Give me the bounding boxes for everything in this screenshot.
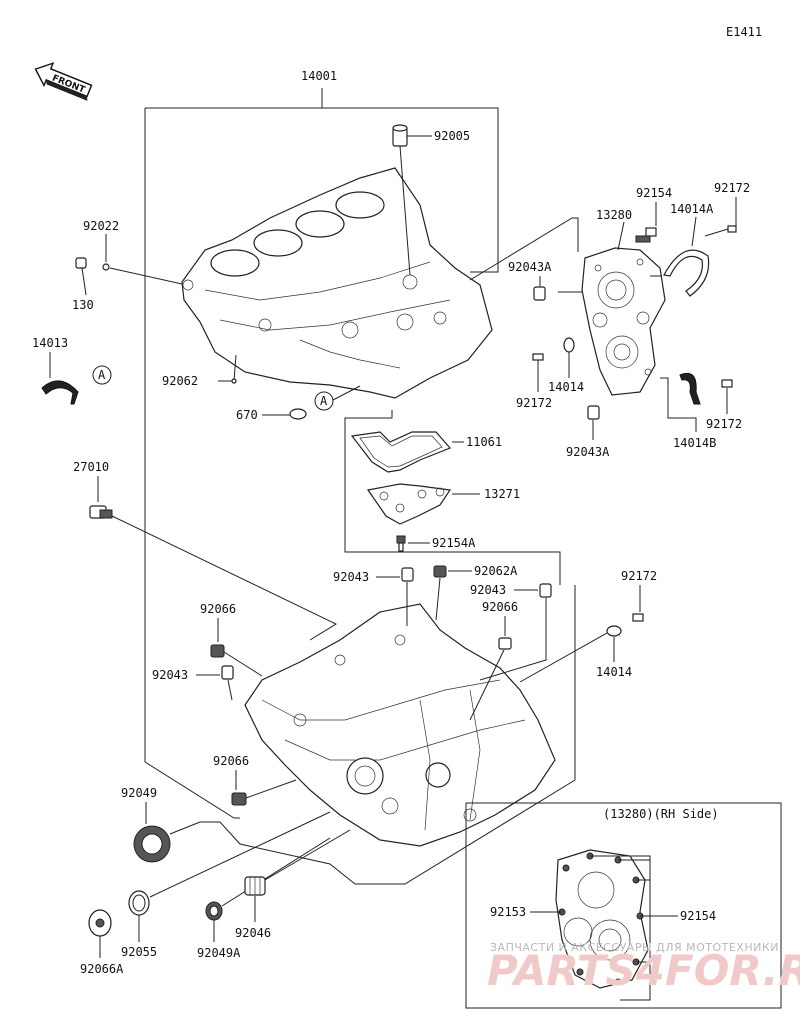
label-92066-2: 92066: [482, 600, 518, 614]
part-27010-sensor: [89, 505, 113, 519]
label-14014-low: 14014: [596, 665, 632, 679]
callout-a-right-text: A: [320, 394, 328, 408]
inset-box: [465, 802, 782, 1009]
part-92043-2: [539, 583, 552, 598]
bracket-gasket: [344, 410, 561, 585]
part-92043A-1: [533, 286, 546, 301]
label-92066-3: 92066: [213, 754, 249, 768]
label-92066-1: 92066: [200, 602, 236, 616]
part-92066-2: [498, 637, 512, 650]
callout-a-left: [92, 365, 112, 385]
label-92172-mid: 92172: [516, 396, 552, 410]
part-92172-right: [721, 379, 733, 388]
label-92043-3: 92043: [152, 668, 188, 682]
part-14014-mid: [563, 337, 575, 353]
label-92154-top: 92154: [636, 186, 672, 200]
front-arrow-icon: FRONT: [34, 62, 93, 101]
part-14014-low: [606, 625, 622, 637]
label-13280: 13280: [596, 208, 632, 222]
label-130: 130: [72, 298, 94, 312]
watermark-line2: PARTS4FOR.RU: [487, 946, 800, 995]
part-92066-1: [210, 644, 225, 658]
upper-crankcase: [181, 167, 493, 399]
part-92066-3: [231, 792, 247, 806]
part-14013: [41, 380, 79, 405]
part-92049A-seal: [205, 901, 223, 921]
label-14013: 14013: [32, 336, 68, 350]
bracket-lower: [200, 585, 576, 885]
label-14001: 14001: [301, 69, 337, 83]
label-92022: 92022: [83, 219, 119, 233]
part-92154A-bolt: [396, 535, 406, 552]
label-92049A: 92049A: [197, 946, 241, 960]
inset-leaders: [530, 855, 678, 1001]
label-92153: 92153: [490, 905, 526, 919]
label-92154-inset: 92154: [680, 909, 716, 923]
part-14014B: [679, 372, 701, 405]
label-92005: 92005: [434, 129, 470, 143]
diagram-id: E1411: [726, 25, 762, 39]
callout-a-right: [314, 391, 334, 411]
part-92172-mid: [532, 353, 544, 361]
callout-a-left-text: A: [98, 368, 106, 382]
lower-crankcase: [244, 603, 556, 847]
part-13280-cover: [581, 247, 666, 396]
part-92022: [102, 263, 110, 271]
label-92049: 92049: [121, 786, 157, 800]
label-670: 670: [236, 408, 258, 422]
part-92043A-2: [587, 405, 600, 420]
part-92154-bolt: [635, 227, 657, 243]
part-670: [289, 408, 307, 420]
label-92046: 92046: [235, 926, 271, 940]
label-92043-2: 92043: [470, 583, 506, 597]
part-11061-gasket: [350, 431, 452, 473]
label-92043-1: 92043: [333, 570, 369, 584]
watermark-line1: ЗАПЧАСТИ И АКСЕССУАРЫ ДЛЯ МОТОТЕХНИКИ: [490, 941, 779, 954]
label-92062A: 92062A: [474, 564, 518, 578]
part-92172-top: [727, 225, 737, 233]
label-13271: 13271: [484, 487, 520, 501]
label-92172-right: 92172: [706, 417, 742, 431]
label-92172-top: 92172: [714, 181, 750, 195]
label-92043A-2: 92043A: [566, 445, 610, 459]
label-14014B: 14014B: [673, 436, 716, 450]
label-14014A: 14014A: [670, 202, 714, 216]
label-92062: 92062: [162, 374, 198, 388]
part-130: [75, 257, 87, 269]
part-92066A-plug: [88, 909, 112, 937]
part-92172-low: [632, 613, 644, 622]
part-92049-seal: [133, 825, 171, 863]
label-92066A: 92066A: [80, 962, 124, 976]
part-92005: [392, 124, 432, 276]
label-92154A: 92154A: [432, 536, 476, 550]
label-14014-mid: 14014: [548, 380, 584, 394]
inset-title: (13280)(RH Side): [603, 807, 719, 821]
label-92043A-1: 92043A: [508, 260, 552, 274]
part-92043-3: [221, 665, 234, 680]
part-14014A: [663, 249, 710, 297]
label-92172-low: 92172: [621, 569, 657, 583]
part-92046-bearing: [244, 876, 266, 896]
part-92043-1: [401, 567, 414, 582]
bracket-13280: [469, 217, 582, 293]
inset-cover: [555, 849, 649, 989]
label-27010: 27010: [73, 460, 109, 474]
part-13271-plate: [366, 483, 452, 525]
label-92055: 92055: [121, 945, 157, 959]
part-92062A: [433, 565, 447, 578]
label-11061: 11061: [466, 435, 502, 449]
